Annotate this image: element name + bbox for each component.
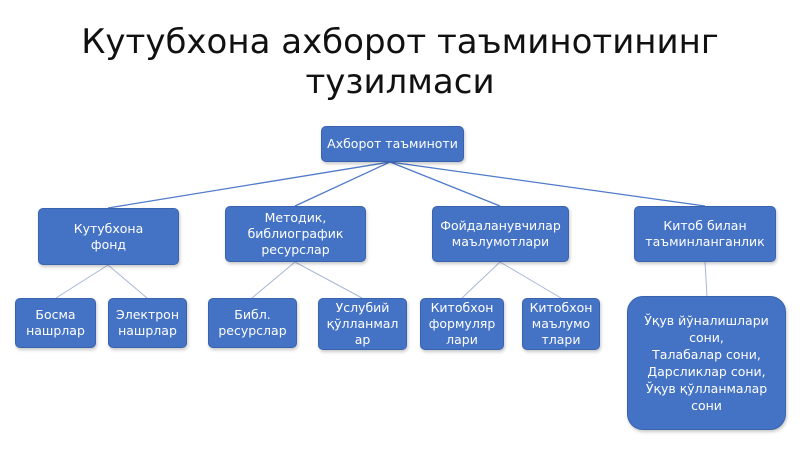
category-node-label: Методик, библиографик ресурслар xyxy=(247,210,344,257)
title-line-1: Кутубхона ахборот таъминотининг xyxy=(81,22,719,62)
child-node-methodical-manuals: Услубий қўлланмал ар xyxy=(318,298,407,350)
child-node-label: Китобхон маълумо тлари xyxy=(529,300,593,347)
category-node-label: Фойдаланувчилар маълумотлари xyxy=(440,218,561,249)
child-node-label: Библ. ресурслар xyxy=(218,307,287,338)
child-node-print-editions: Босма нашрлар xyxy=(15,298,96,348)
connector-cat2-child1 xyxy=(251,261,296,299)
connector-cat3-child1 xyxy=(461,261,501,299)
child-node-electronic-editions: Электрон нашрлар xyxy=(108,298,187,348)
connector-cat3-child2 xyxy=(499,261,562,299)
child-node-label: Ўқув йўналишлари сони, Талабалар сони, Д… xyxy=(644,313,769,413)
child-node-reader-forms: Китобхон формуляр лари xyxy=(420,298,504,350)
category-node-methodical-resources: Методик, библиографик ресурслар xyxy=(225,206,366,262)
title-line-2: тузилмаси xyxy=(305,62,495,102)
child-node-label: Китобхон формуляр лари xyxy=(428,300,496,347)
page-title: Кутубхона ахборот таъминотининг тузилмас… xyxy=(0,22,800,102)
child-node-label: Электрон нашрлар xyxy=(116,307,179,338)
connector-root-cat3 xyxy=(389,161,501,207)
connector-cat4-child1 xyxy=(704,261,708,297)
category-node-library-fund: Кутубхона фонд xyxy=(38,208,179,265)
root-node: Ахборот таъминоти xyxy=(321,126,464,162)
child-node-label: Босма нашрлар xyxy=(26,307,85,338)
connector-root-cat1 xyxy=(107,161,391,209)
child-node-study-statistics: Ўқув йўналишлари сони, Талабалар сони, Д… xyxy=(627,296,786,430)
connector-cat2-child2 xyxy=(294,261,363,299)
category-node-label: Кутубхона фонд xyxy=(73,220,144,252)
child-node-reader-data: Китобхон маълумо тлари xyxy=(522,298,600,350)
category-node-book-provision: Китоб билан таъминланганлик xyxy=(634,206,776,262)
root-node-label: Ахборот таъминоти xyxy=(327,136,458,151)
child-node-bibl-resources: Библ. ресурслар xyxy=(208,298,297,348)
connector-cat1-child2 xyxy=(107,264,148,299)
connector-root-cat2 xyxy=(294,161,391,207)
category-node-label: Китоб билан таъминланганлик xyxy=(645,218,765,249)
connector-root-cat4 xyxy=(389,161,706,207)
child-node-label: Услубий қўлланмал ар xyxy=(326,300,399,347)
category-node-user-data: Фойдаланувчилар маълумотлари xyxy=(432,206,569,262)
connector-cat1-child1 xyxy=(55,264,109,299)
